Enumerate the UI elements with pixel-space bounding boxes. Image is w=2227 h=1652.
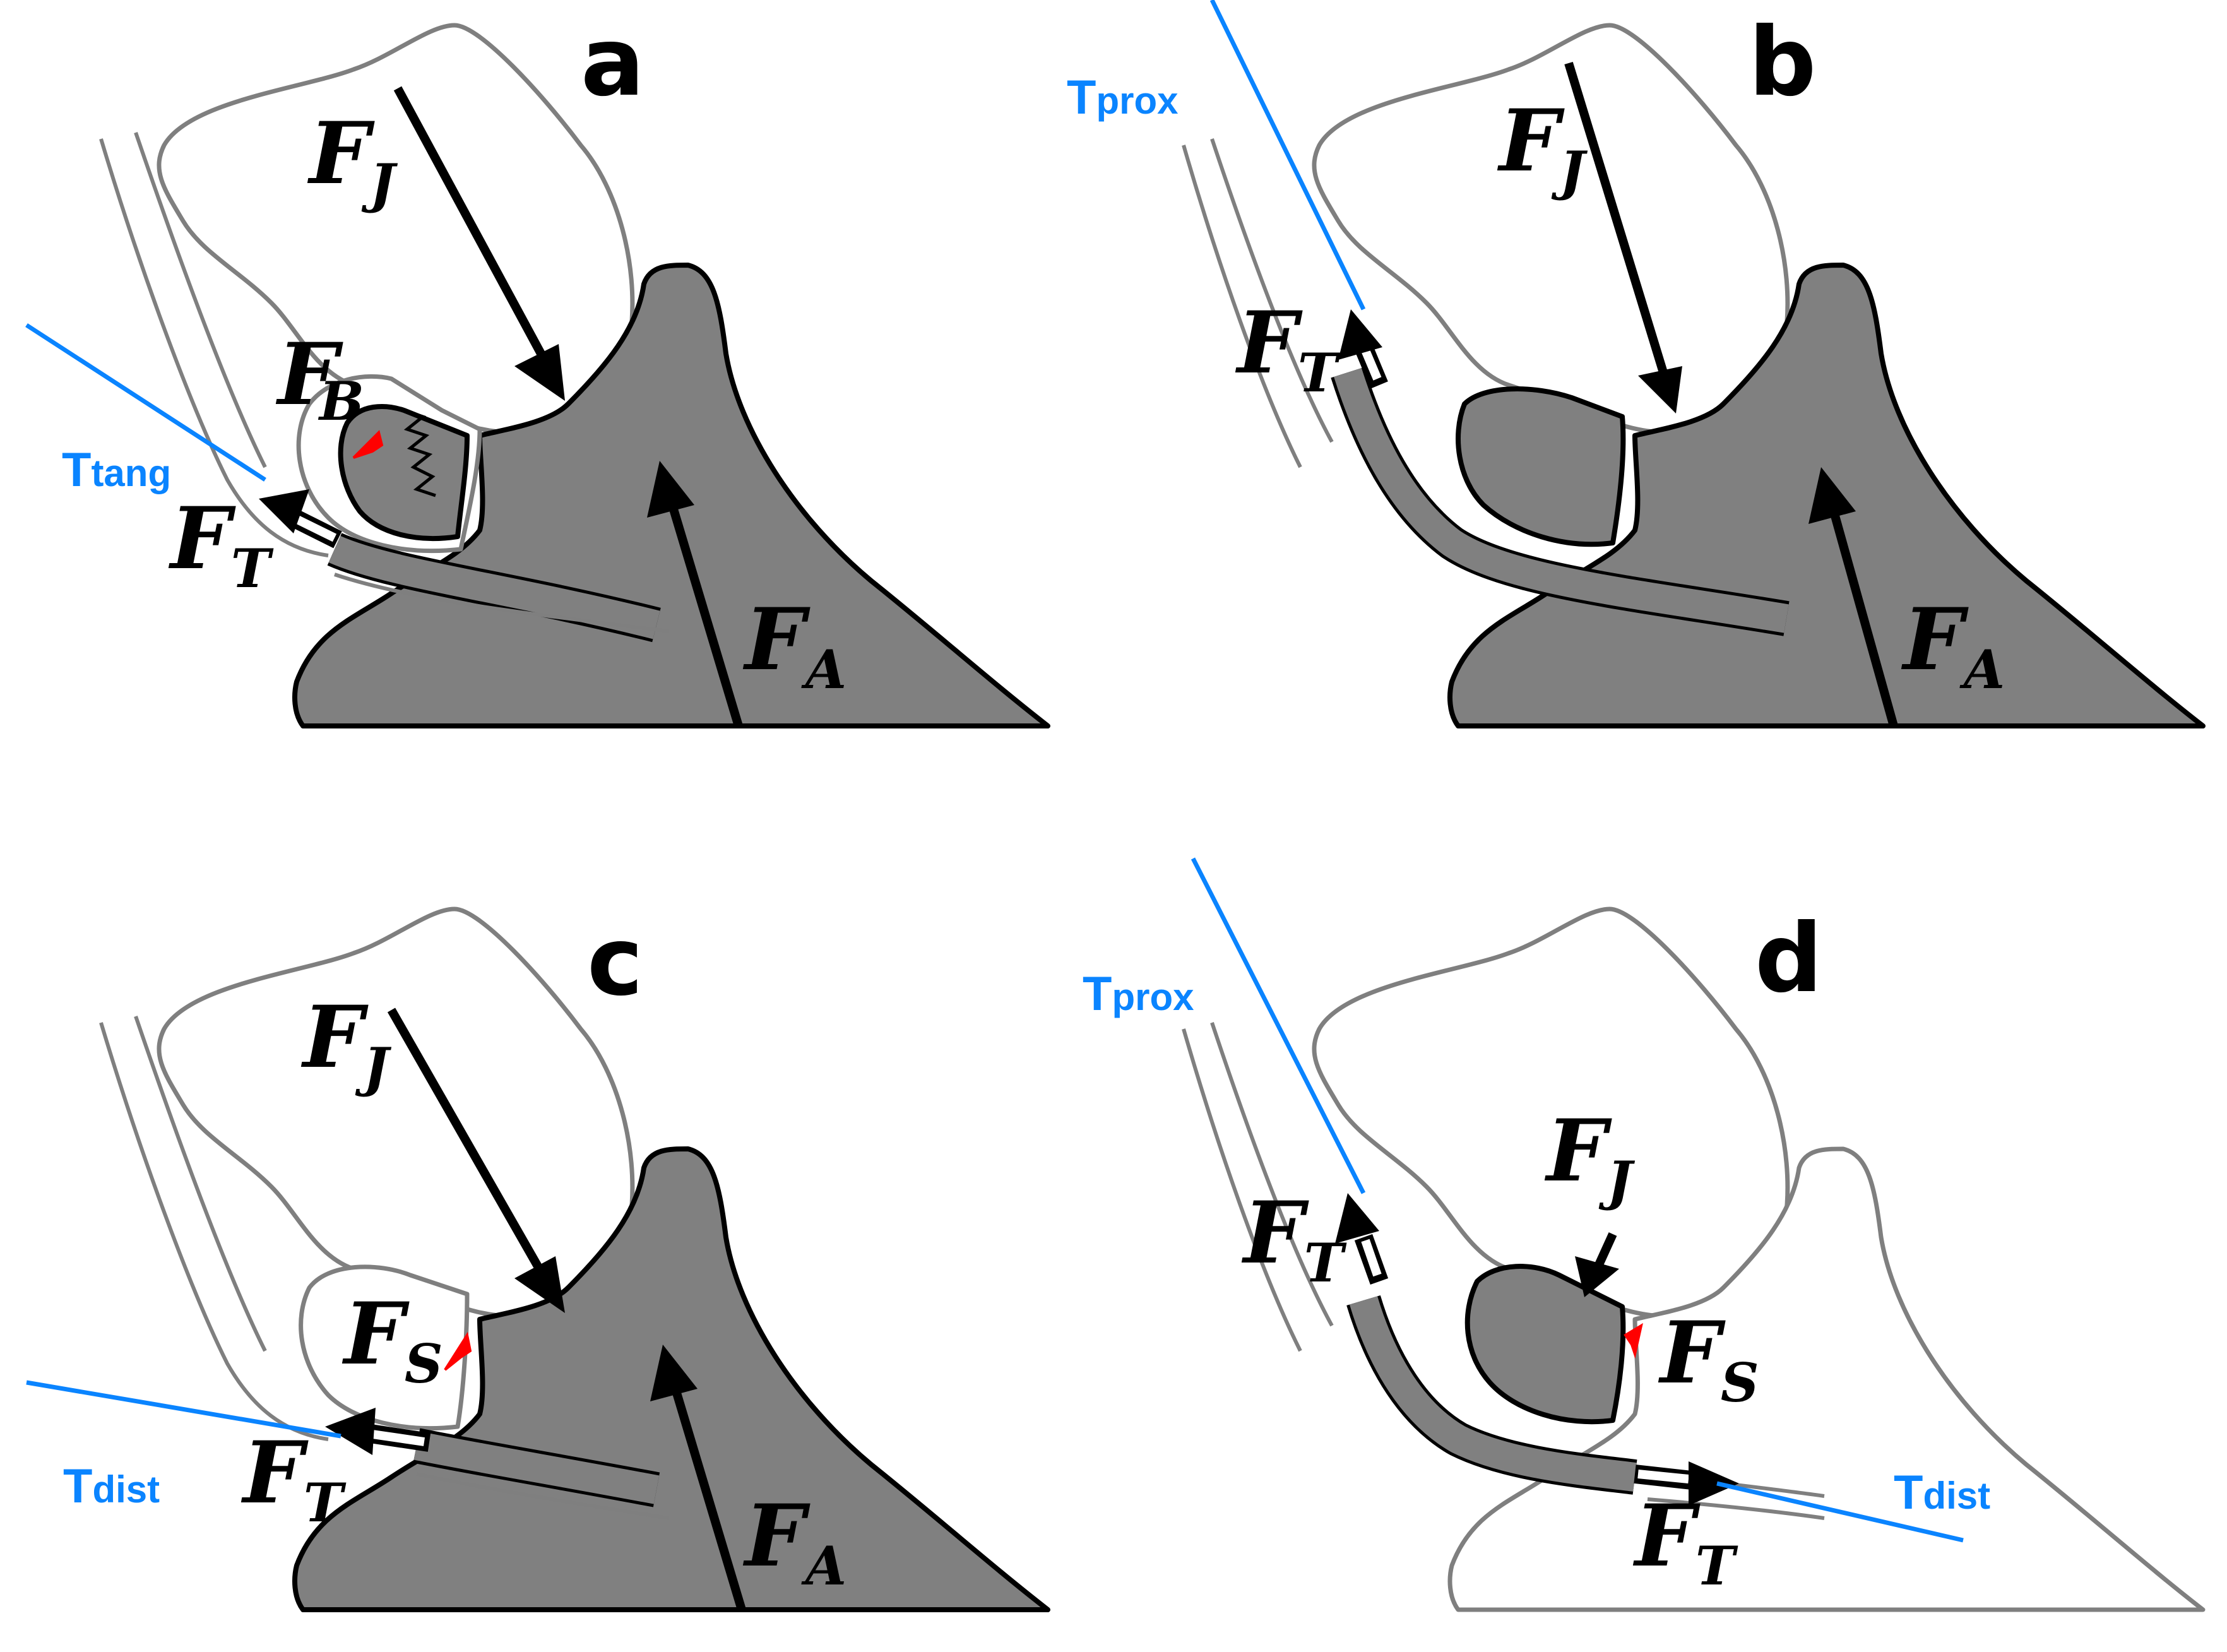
sesamoid [1464,1264,1626,1425]
fj-label: FJ [1497,90,1588,202]
fb-label: FB [275,324,364,432]
tendon-sheath-line [1210,1022,1334,1327]
fracture-line [403,408,436,497]
fa-label: FA [742,1485,846,1597]
tdist-label: Tdist [63,1459,160,1513]
panel-c: c FJ FS FT FA Tdist [26,907,1048,1612]
upper-bone [159,909,632,1316]
ttang-line [25,323,266,482]
tprox-label: Tprox [1083,967,1194,1021]
fj-arrowhead [514,344,565,401]
tdist-line [26,1380,341,1439]
panel-b: b FJ FT FA Tprox [1067,0,2203,726]
tendon-edge [416,1472,670,1520]
tdist-line [1716,1481,1964,1543]
fj-arrowhead [514,1256,565,1313]
tendon-fill [328,535,660,639]
tendon-sheath-line [1210,138,1334,443]
fa-arrowhead [650,1345,698,1401]
panel-d: d FJ FS FT FT Tprox Tdist [1083,857,2203,1610]
ft-arrowhead [259,489,309,533]
tprox-line [1191,857,1366,1194]
panel-letter-c: c [587,907,643,1017]
fa-arrow [671,1387,746,1612]
fa-arrow [1829,510,1898,727]
fs-arrow [1624,1322,1643,1359]
ft-label: FT [241,1422,347,1534]
ft-upper-label: FT [1241,1182,1347,1294]
panel-letter-a: a [581,8,644,117]
tendon-sheath-line [99,138,329,557]
tendon-fill [1349,1296,1637,1492]
ft-arrow-core [1361,348,1382,381]
sesamoid [1456,386,1626,547]
ft-lower-arrowhead [1689,1461,1739,1506]
tendon-sheath-line [99,1022,329,1441]
panel-letter-d: d [1755,904,1822,1014]
tendon-edge [334,573,670,633]
tprox-label: Tprox [1067,71,1178,124]
fa-arrowhead [1808,467,1856,524]
tendon-sheath-line [1182,1028,1302,1352]
tendon-fill [413,1431,660,1504]
tendon-edge [1647,1497,1825,1520]
tendon-fill [1334,368,1789,633]
fj-arrowhead [1575,1256,1619,1297]
fa-label: FA [1901,589,2005,701]
fb-arrow [352,430,384,459]
tendon-sheath-line [134,1016,267,1352]
fs-label: FS [341,1283,443,1395]
sesamoid [299,1264,470,1430]
ft-upper-arrow-core [1361,1239,1382,1277]
fj-arrow [1564,61,1668,374]
fj-label: FJ [1544,1100,1636,1212]
panel-a: a FJ FB FT FA Ttang [25,8,1048,728]
fa-arrow [668,503,743,728]
fj-label: FJ [300,987,392,1098]
fs-label: FS [1658,1302,1759,1414]
ft-label: FT [168,488,274,600]
tprox-line [1209,0,1366,311]
tdist-label: Tdist [1894,1466,1990,1519]
ttang-label: Ttang [62,443,171,497]
fs-arrow [444,1331,472,1371]
ft-arrowhead [325,1408,376,1455]
tendon-sheath-line [1182,145,1302,468]
fj-arrowhead [1638,366,1682,413]
fj-label: FJ [307,103,398,215]
fj-arrow [1593,1232,1617,1271]
ft-lower-arrow-core [1637,1470,1689,1483]
upper-bone [1314,25,1788,432]
tendon-sheath-line [134,132,267,468]
ft-lower-label: FT [1632,1485,1738,1597]
fj-arrow [387,1007,547,1278]
ft-arrow-core [291,513,337,542]
panel-letter-b: b [1749,8,1816,117]
fa-arrowhead [647,461,694,518]
fj-arrow [393,86,550,365]
ft-arrow-core [371,1430,425,1446]
ft-upper-arrowhead [1335,1193,1379,1244]
fa-label: FA [742,589,846,701]
ft-label: FT [1235,292,1341,404]
ft-arrowhead [1338,309,1382,360]
